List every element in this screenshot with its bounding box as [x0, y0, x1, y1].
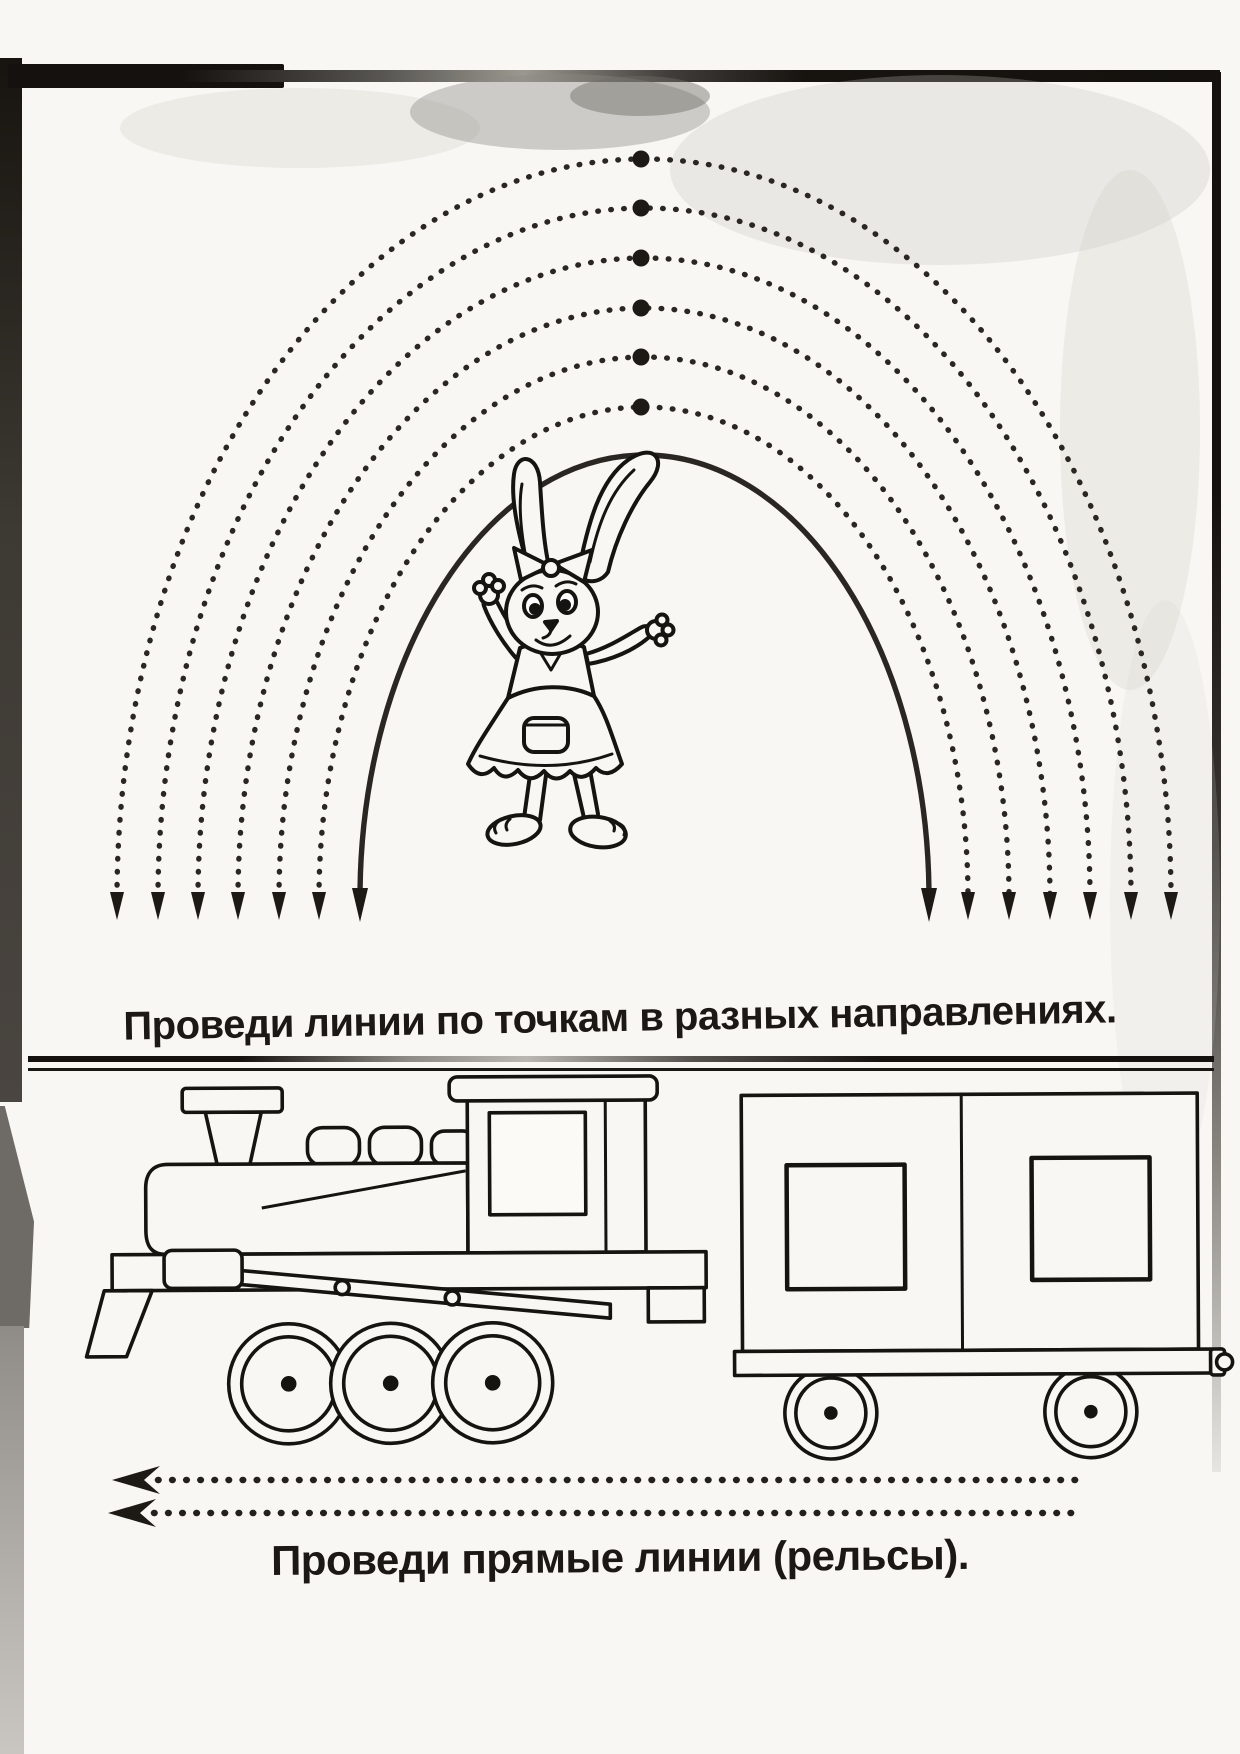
- tracing-arc-solid: [357, 452, 932, 901]
- locomotive-illustration: [84, 1074, 708, 1446]
- scan-edge-left-dark: [0, 58, 22, 1102]
- bunny-illustration: [466, 450, 676, 850]
- locomotive-step: [646, 1285, 707, 1324]
- arrow-down-icon: [110, 888, 1178, 922]
- train-illustration: [84, 1074, 1235, 1461]
- wagon-window: [1029, 1155, 1153, 1283]
- scan-edge-left-light: [0, 1326, 24, 1754]
- section-divider-thick: [28, 1056, 1214, 1062]
- wagon-wheels: [783, 1363, 1139, 1461]
- bunny-bow: [512, 546, 594, 584]
- rail-guide-lines: [108, 1466, 1090, 1527]
- bunny-foot-left: [485, 813, 543, 847]
- scan-smudges: [120, 74, 1220, 1200]
- locomotive-funnel-neck: [203, 1110, 264, 1169]
- locomotive-wheels: [226, 1320, 555, 1446]
- locomotive-dome: [367, 1125, 424, 1168]
- tracing-arcs: [114, 156, 1174, 901]
- wagon-chassis: [732, 1347, 1215, 1378]
- bunny-leg-right: [572, 768, 600, 820]
- locomotive-dome: [305, 1125, 362, 1168]
- bunny-ear-bent: [576, 450, 661, 584]
- locomotive-cab-window: [487, 1110, 588, 1217]
- bunny-paw-right: [645, 612, 676, 648]
- wagon-illustration: [732, 1091, 1235, 1461]
- bunny-face: [520, 580, 578, 647]
- locomotive-cab-roof: [447, 1074, 659, 1103]
- wagon-window: [784, 1162, 908, 1292]
- arrow-left-icon: [108, 1466, 160, 1527]
- locomotive-boiler: [143, 1161, 470, 1257]
- bunny-leg-left: [522, 773, 548, 822]
- arc-apex-dots: [632, 150, 650, 416]
- section-divider-thin: [28, 1068, 1214, 1071]
- tracing-arc-dotted: [114, 156, 1174, 901]
- locomotive-funnel-top: [180, 1086, 285, 1115]
- locomotive-cylinder: [162, 1248, 244, 1291]
- page-border-right: [1212, 72, 1221, 1472]
- bunny-foot-right: [568, 814, 628, 850]
- bunny-paw-left: [472, 572, 506, 606]
- bunny-arm-side: [584, 624, 654, 666]
- locomotive-cowcatcher: [84, 1288, 155, 1359]
- bunny-pocket: [522, 716, 570, 754]
- page-border-top: [180, 70, 1220, 82]
- wagon-buffer-knob: [1214, 1352, 1235, 1372]
